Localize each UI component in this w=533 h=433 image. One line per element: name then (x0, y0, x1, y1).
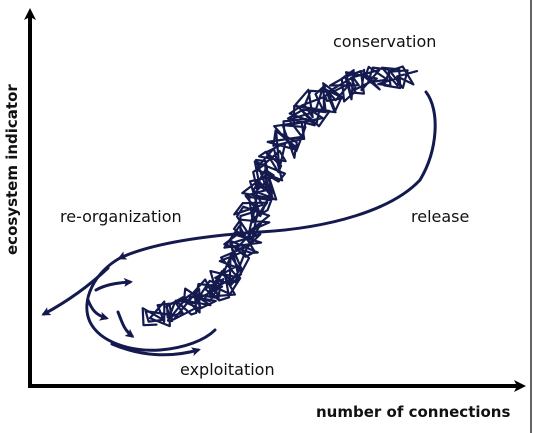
x-axis-label: number of connections (316, 403, 510, 421)
release-label: release (411, 207, 469, 226)
adaptive-cycle-loop (41, 90, 437, 357)
release-backloop-path (117, 90, 437, 260)
exploitation-arrow-path (110, 342, 201, 357)
reorganization-label: re-organization (60, 207, 182, 226)
scatter-arrow-1 (41, 266, 110, 316)
tangle-scribble (141, 65, 419, 328)
scatter-arrow-4 (116, 310, 135, 338)
conservation-label: conservation (333, 32, 436, 51)
exploitation-label: exploitation (180, 360, 275, 379)
conservation-tangle (141, 65, 419, 328)
axes (24, 8, 526, 392)
scatter-arrow-3 (86, 298, 109, 321)
scatter-arrow-2 (94, 277, 133, 292)
y-axis-label: ecosystem indicator (3, 84, 21, 255)
reorganization-loop-path (85, 256, 217, 352)
